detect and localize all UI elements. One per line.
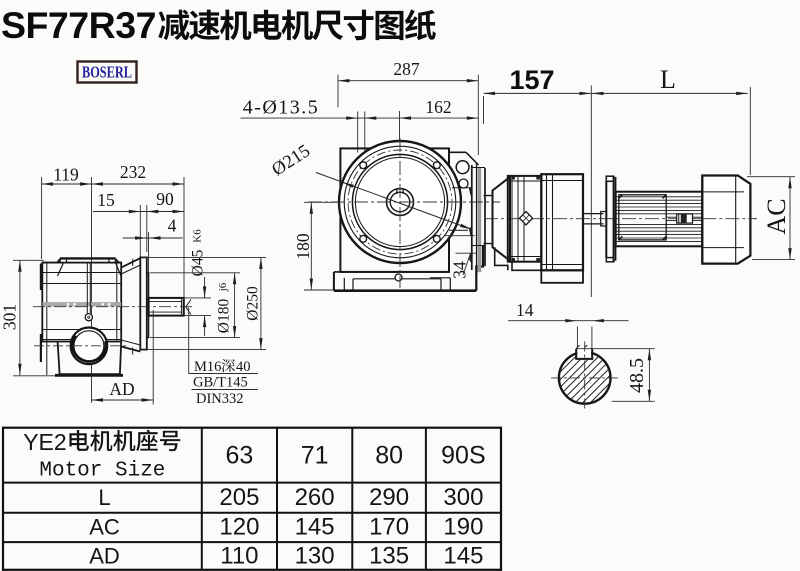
svg-text:L: L (98, 485, 110, 510)
svg-text:Ø45: Ø45 (190, 249, 207, 276)
svg-text:63: 63 (225, 442, 253, 470)
svg-text:34: 34 (450, 261, 470, 279)
svg-text:L: L (660, 65, 676, 94)
svg-text:M16: M16 (194, 359, 221, 375)
svg-text:AD: AD (109, 379, 134, 399)
svg-text:290: 290 (369, 484, 409, 511)
svg-text:48.5: 48.5 (626, 358, 648, 393)
svg-text:300: 300 (443, 484, 483, 511)
svg-text:120: 120 (219, 514, 259, 541)
svg-text:GB/T145: GB/T145 (193, 375, 248, 391)
svg-text:80: 80 (375, 442, 403, 470)
svg-text:145: 145 (295, 514, 335, 541)
svg-text:145: 145 (443, 543, 483, 570)
svg-text:119: 119 (53, 165, 79, 185)
svg-text:90: 90 (156, 189, 174, 209)
svg-text:Ø180: Ø180 (216, 299, 233, 334)
svg-text:j6: j6 (217, 282, 229, 292)
svg-text:170: 170 (369, 514, 409, 541)
svg-text:260: 260 (295, 484, 335, 511)
svg-text:135: 135 (369, 543, 409, 570)
svg-text:71: 71 (301, 442, 329, 470)
svg-text:130: 130 (295, 543, 335, 570)
svg-text:162: 162 (425, 97, 451, 117)
svg-text:DIN332: DIN332 (196, 391, 244, 407)
svg-text:Motor Size: Motor Size (39, 460, 165, 483)
svg-text:YE2: YE2 (23, 429, 66, 455)
svg-text:4: 4 (168, 216, 177, 236)
svg-text:190: 190 (443, 514, 483, 541)
svg-text:SF77R37: SF77R37 (1, 4, 156, 46)
svg-text:205: 205 (219, 484, 259, 511)
svg-text:BOSERL: BOSERL (82, 63, 132, 82)
svg-text:4-Ø13.5: 4-Ø13.5 (243, 97, 320, 119)
svg-text:15: 15 (97, 190, 115, 210)
svg-text:157: 157 (509, 65, 554, 95)
svg-text:110: 110 (220, 543, 258, 570)
svg-text:287: 287 (393, 59, 420, 79)
svg-text:AD: AD (89, 544, 120, 569)
svg-text:90S: 90S (441, 442, 485, 470)
svg-text:K6: K6 (192, 229, 204, 243)
svg-text:232: 232 (120, 162, 146, 182)
svg-text:180: 180 (293, 233, 313, 260)
svg-text:301: 301 (0, 304, 20, 330)
svg-text:14: 14 (516, 300, 534, 320)
svg-text:40: 40 (236, 359, 251, 375)
svg-text:AC: AC (762, 198, 791, 234)
svg-text:AC: AC (89, 515, 120, 540)
svg-text:Ø250: Ø250 (245, 286, 262, 321)
